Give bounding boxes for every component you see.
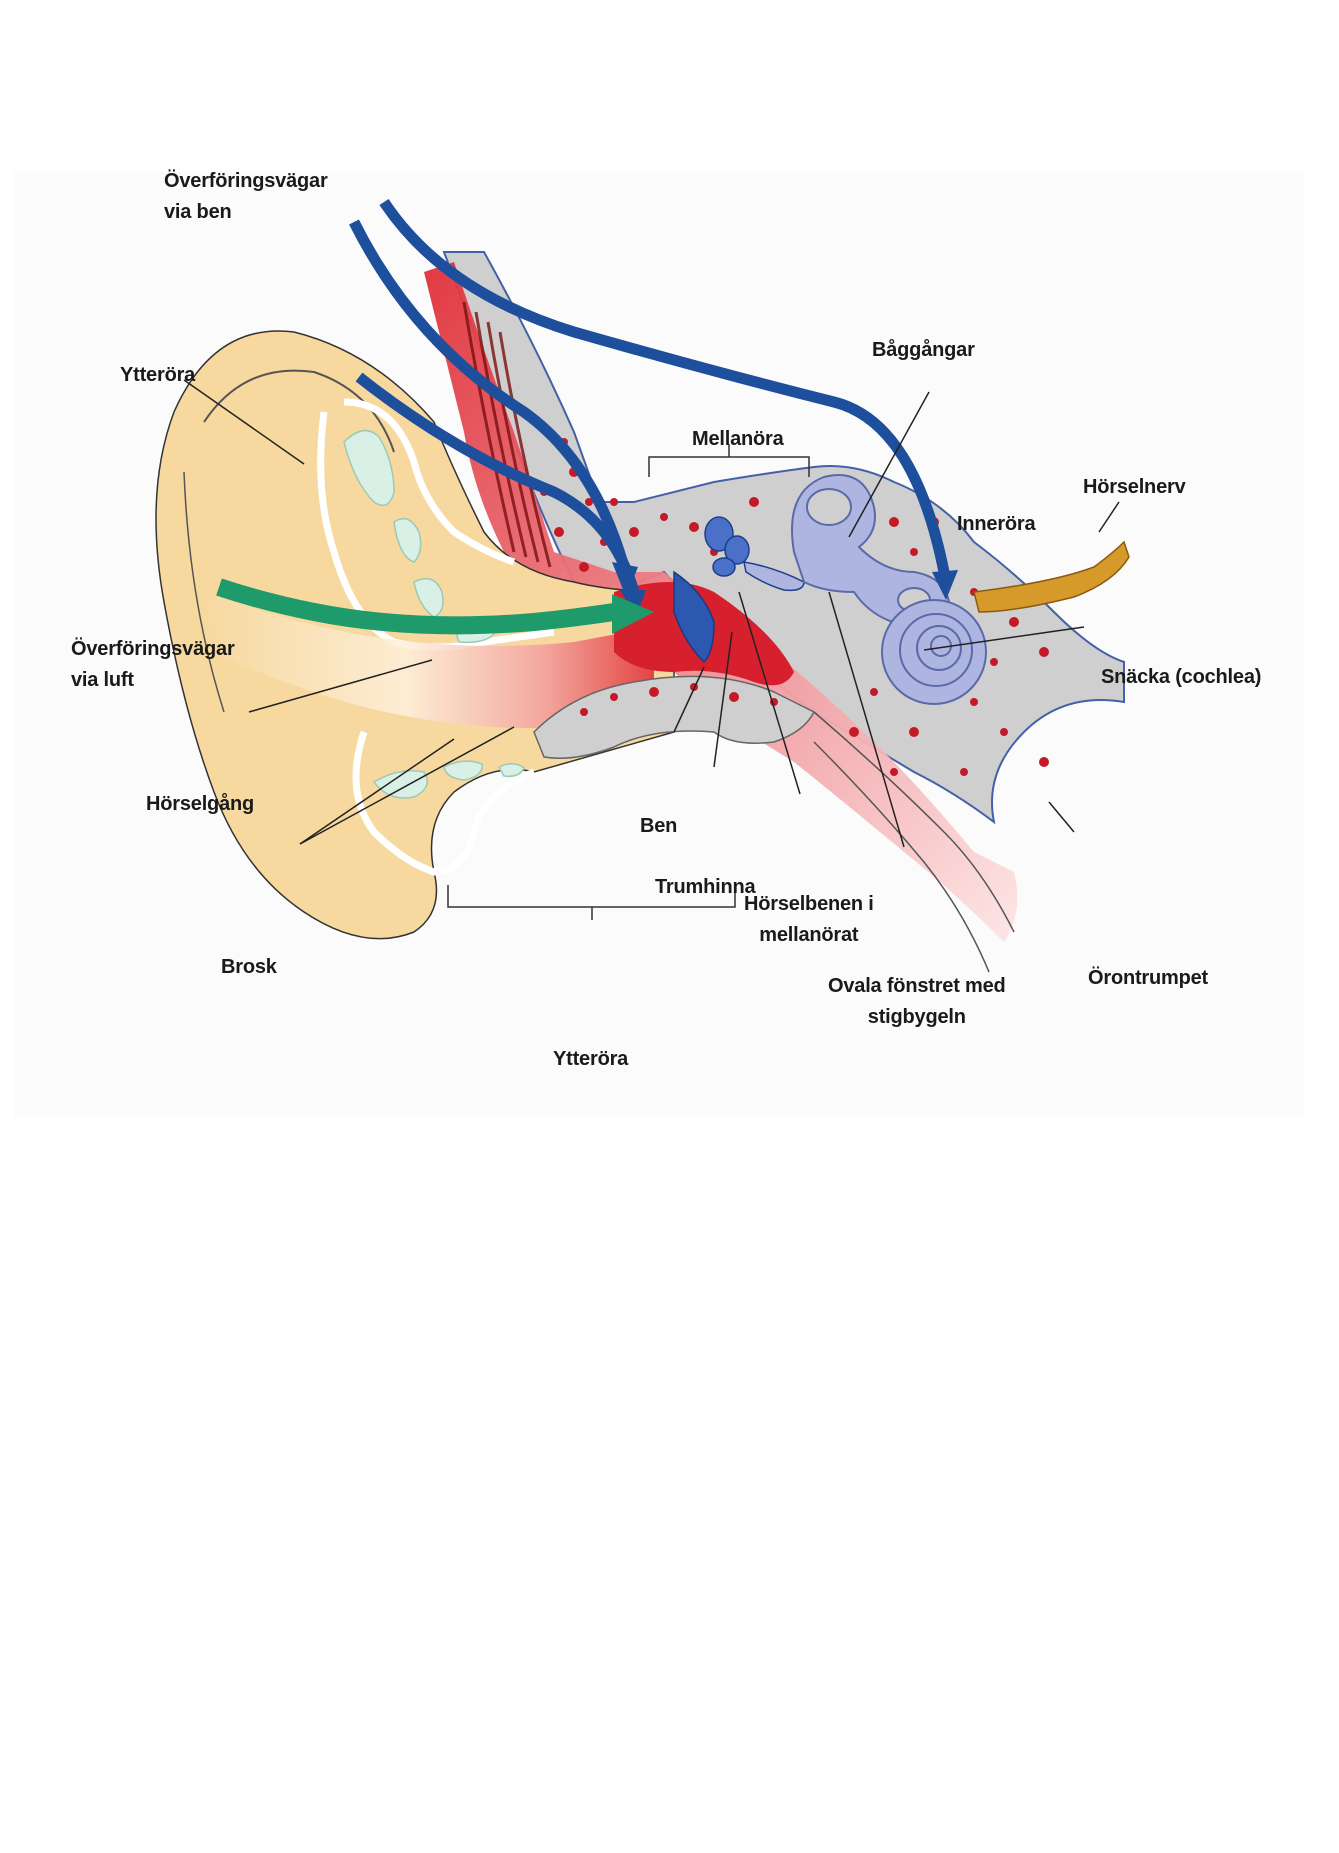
ear-illustration [155, 198, 1130, 973]
label-middle-ear: Mellanöra [692, 428, 784, 450]
label-bone: Ben [640, 815, 678, 837]
arrow-head-3 [932, 570, 958, 600]
label-oval-window: Ovala fönstret med stigbygeln [828, 975, 1006, 1028]
bracket-ytterora [447, 885, 736, 920]
inner-ear [791, 474, 987, 705]
label-eustachian-tube: Örontrumpet [1088, 967, 1209, 989]
label-eardrum: Trumhinna [655, 876, 756, 898]
label-outer-ear-top: Ytteröra [120, 364, 196, 386]
label-cartilage: Brosk [221, 956, 277, 978]
lower-bone [533, 675, 816, 759]
bracket-mellanora [648, 444, 810, 477]
eardrum [673, 570, 715, 664]
pinna [155, 330, 675, 940]
label-ossicles: Hörselbenen i mellanörat [744, 893, 874, 946]
label-air-conduction: Överföringsvägar via luft [71, 638, 235, 691]
eustachian-tube [813, 711, 1015, 973]
air-conduction-arrow [216, 578, 616, 635]
muscle-fibers [462, 301, 552, 568]
label-cochlea: Snäcka (cochlea) [1101, 666, 1262, 688]
auditory-nerve [973, 540, 1130, 613]
ear-canal [204, 592, 654, 728]
label-inner-ear: Inneröra [957, 513, 1036, 535]
arrow-head-1 [612, 562, 638, 597]
label-semicircular-canals: Båggångar [872, 339, 975, 361]
ear-anatomy-diagram: Överföringsvägar via ben Ytteröra Båggån… [14, 170, 1304, 1117]
label-auditory-nerve: Hörselnerv [1083, 476, 1186, 498]
leader-lines [183, 379, 1120, 848]
bone-speckles [540, 438, 1049, 776]
ossicles [704, 516, 805, 592]
air-arrow-head [612, 594, 654, 634]
cartilage-pieces [343, 429, 525, 799]
label-outer-ear-bottom: Ytteröra [553, 1048, 629, 1070]
red-tissue [424, 262, 1018, 942]
label-ear-canal: Hörselgång [146, 793, 255, 815]
label-bone-conduction: Överföringsvägar via ben [164, 170, 328, 223]
